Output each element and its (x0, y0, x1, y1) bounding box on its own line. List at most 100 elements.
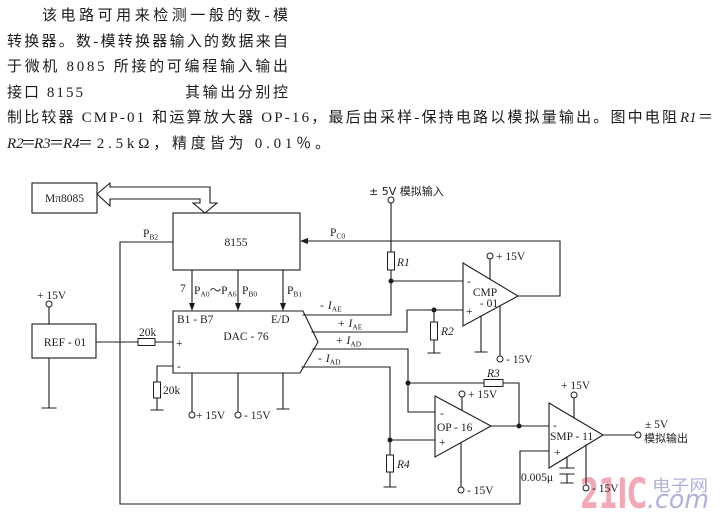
watermark-brand: 21IC (580, 469, 647, 518)
paragraph-line-4-right: 其输出分别控 (185, 84, 288, 101)
resistor-r4 (386, 454, 394, 473)
port-letter: P (330, 227, 336, 239)
dac-plus-input: + (176, 338, 183, 350)
analog-output-range: ± 5V (645, 419, 669, 431)
wire-r3-feedback (407, 382, 520, 427)
current-subscript: AE (352, 323, 362, 332)
terminal-icon (486, 252, 494, 260)
hold-capacitor-icon (559, 456, 575, 484)
label-pb1: PB1 (287, 285, 302, 299)
current-sign: + (336, 335, 343, 347)
paragraph-line-6-rest: ＝2.5kΩ，精度皆为 0.01％。 (78, 135, 330, 152)
terminal-icon (234, 411, 242, 419)
resistor-r2-label: R2 (440, 326, 454, 338)
terminal-icon (582, 484, 590, 492)
reference-box (31, 323, 97, 359)
terminal-icon (457, 486, 465, 494)
dac-data-pins-label: B1 - B7 (177, 314, 214, 326)
paragraph-line-5: 制比较器 CMP-01 和运算放大器 OP-16，最后由采样-保持电路以模拟量输… (7, 108, 677, 126)
current-symbol: I (348, 318, 354, 330)
current-sign: + (338, 318, 345, 330)
resistor-r2 (430, 321, 438, 341)
paragraph-r1-symbol: R1 (679, 110, 697, 126)
reference-label: REF - 01 (44, 337, 86, 349)
paragraph-r3-symbol: R3 (33, 136, 51, 152)
arrow-down-icon (280, 303, 286, 311)
current-sign: - (320, 300, 324, 312)
paragraph-line-2: 转换器。数-模转换器输入的数据来自 (7, 33, 288, 50)
terminal-icon (458, 390, 466, 398)
port-subscript: C0 (336, 232, 345, 241)
comparator-minus-input: - (467, 276, 471, 288)
wire-neg-iae (302, 280, 464, 316)
sample-hold-supply-neg-label: - 15V (592, 483, 619, 495)
label-port-a-range: PA0～PA6 (194, 285, 237, 299)
paragraph-equals: ＝ (49, 136, 64, 152)
label-pos-iad: +IAD (336, 335, 362, 349)
port-letter: P (242, 285, 248, 297)
ground-icon (41, 357, 57, 409)
arrow-down-icon (235, 303, 241, 311)
current-subscript: AD (350, 340, 361, 349)
label-pos-iae: +IAE (338, 318, 363, 332)
wire-pc0-feedback (305, 240, 561, 297)
port-letter: P (143, 228, 149, 240)
sample-hold-body (548, 402, 605, 469)
current-sign: - (318, 353, 322, 365)
port-subscript: B2 (149, 233, 158, 242)
microprocessor-box (31, 182, 98, 214)
comparator-cmp01: - + CMP - 01 (462, 262, 520, 327)
sample-hold-label: SMP - 11 (550, 431, 593, 443)
opamp-supply-neg-label: - 15V (467, 485, 494, 497)
dac-minus-input: - (177, 361, 181, 373)
resistor-r1-label: R1 (396, 257, 410, 269)
resistor-20k-input-label: 20k (139, 327, 157, 339)
dac-mode-pin-label: E/D (271, 314, 290, 326)
hold-capacitor-label: 0.005μ (521, 472, 553, 484)
comparator-supply-neg-label: - 15V (506, 354, 533, 366)
sample-hold-smp11: - + SMP - 11 (548, 402, 605, 469)
junction-dot (516, 423, 522, 429)
resistor-r3 (483, 379, 504, 387)
resistor-20k-ground (153, 381, 161, 399)
analog-input-label: ± 5V 模拟输入 (369, 184, 444, 198)
paragraph-line-1: 该电路可用来检测一般的数-模 (42, 7, 288, 24)
label-neg-iad: -IAD (318, 353, 341, 367)
port-letter: P (194, 285, 200, 297)
arrow-down-icon (189, 303, 195, 311)
current-subscript: AD (330, 358, 341, 367)
opamp-plus-input: + (439, 437, 446, 449)
io-chip-8155: 8155 (172, 212, 301, 271)
resistor-r4-label: R4 (396, 459, 410, 471)
current-subscript: AE (332, 305, 342, 314)
wire-r2-ground (427, 309, 441, 354)
paragraph-r4-symbol: R4 (62, 136, 80, 152)
comparator-plus-input: + (466, 306, 473, 318)
label-pc0: PC0 (330, 227, 345, 241)
current-symbol: I (346, 335, 352, 347)
reference-ref01: REF - 01 (31, 323, 97, 359)
opamp-minus-input: - (440, 408, 444, 420)
dac-76: B1 - B7 E/D DAC - 76 + - (172, 310, 319, 374)
ground-icon (276, 372, 290, 410)
microprocessor-label: Mπ8085 (45, 193, 84, 205)
comparator-label: CMP (473, 287, 497, 299)
watermark: 21IC 电子网 .com (580, 469, 709, 518)
sample-hold-plus-input: + (554, 447, 561, 459)
dac-body (172, 310, 319, 374)
resistor-20k-ground-label: 20k (163, 385, 181, 397)
range-separator: ～ (210, 285, 222, 297)
reference-supply-label: + 15V (37, 290, 67, 302)
label-pb0: PB0 (242, 285, 257, 299)
label-neg-iae: -IAE (320, 300, 342, 314)
terminal-icon (188, 411, 196, 419)
port-subscript: B1 (293, 290, 302, 299)
sample-hold-minus-input: - (553, 420, 557, 432)
resistor-r1 (387, 251, 395, 271)
analog-output-label: 模拟输出 (644, 431, 688, 445)
sample-hold-supply-pos-label: + 15V (561, 380, 591, 392)
port-subscript: A6 (227, 290, 236, 299)
comparator-label-suffix: - 01 (480, 298, 498, 310)
